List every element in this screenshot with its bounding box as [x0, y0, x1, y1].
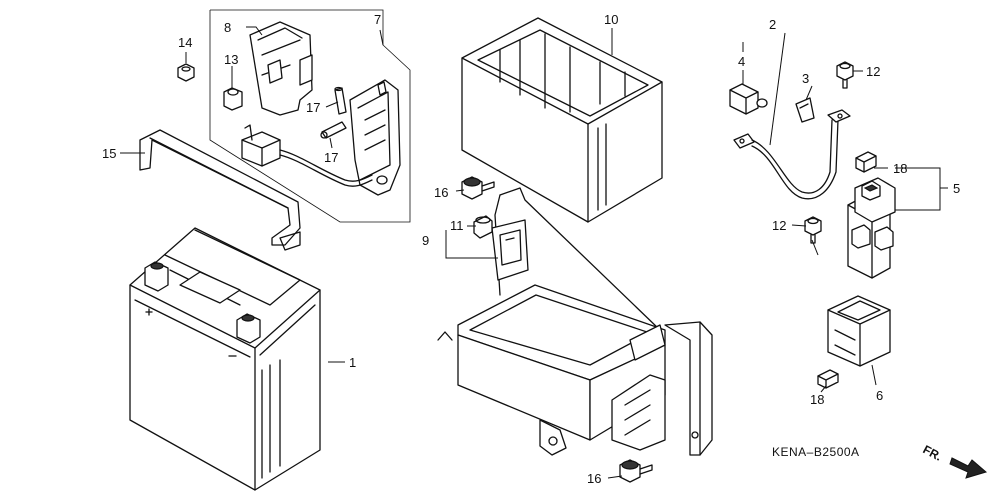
starter-relay-cable[interactable] [733, 109, 851, 200]
rubber-cushion[interactable] [223, 87, 243, 111]
nut[interactable] [177, 63, 195, 82]
direction-label: FR. [921, 442, 945, 463]
label-part-5: 5 [953, 181, 960, 196]
fuse-box-cover[interactable] [249, 21, 313, 116]
label-part-2: 2 [769, 17, 776, 32]
label-part-7: 7 [374, 12, 381, 27]
terminal-cover[interactable] [795, 97, 815, 123]
label-part-6: 6 [876, 388, 883, 403]
label-part-15: 15 [102, 146, 116, 161]
label-part-8: 8 [224, 20, 231, 35]
battery-stay[interactable] [491, 219, 529, 281]
screw-lower[interactable] [804, 216, 822, 244]
label-part-14: 14 [178, 35, 192, 50]
label-part-10: 10 [604, 12, 618, 27]
front-direction-indicator: FR. [921, 442, 988, 479]
leader-lines [120, 26, 948, 479]
label-part-3: 3 [802, 71, 809, 86]
rubber-collar[interactable] [473, 215, 493, 239]
label-part-11: 11 [450, 218, 464, 233]
label-part-9: 9 [422, 233, 429, 248]
battery-box[interactable] [461, 17, 663, 223]
fuse-connector[interactable] [241, 124, 373, 187]
battery[interactable] [129, 227, 321, 491]
label-part-17-lower: 17 [324, 150, 338, 165]
fuse-box-group-frame [209, 9, 411, 223]
label-part-1: 1 [349, 355, 356, 370]
fuse-box[interactable] [349, 79, 401, 196]
front-arrow-icon [949, 457, 988, 479]
battery-tray[interactable] [437, 187, 713, 456]
diagram-code: KENA–B2500A [772, 445, 860, 459]
main-fuse-lower[interactable] [320, 121, 347, 139]
screw-upper[interactable] [836, 61, 854, 89]
starter-relay[interactable] [847, 177, 896, 279]
label-part-13: 13 [224, 52, 238, 67]
main-fuse-upper[interactable] [334, 86, 347, 115]
label-part-18-lower: 18 [810, 392, 824, 407]
label-part-16-upper: 16 [434, 185, 448, 200]
label-part-12-lower: 12 [772, 218, 786, 233]
label-part-12-upper: 12 [866, 64, 880, 79]
terminal-cap[interactable] [729, 83, 768, 115]
relay[interactable] [827, 295, 891, 367]
label-part-18-upper: 18 [893, 161, 907, 176]
battery-band[interactable] [139, 129, 301, 251]
fuse-lower[interactable] [817, 369, 839, 389]
fuse-upper[interactable] [855, 151, 877, 173]
label-part-17-upper: 17 [306, 100, 320, 115]
flange-bolt-lower[interactable] [619, 459, 653, 483]
flange-bolt-upper[interactable] [461, 176, 495, 200]
label-part-4: 4 [738, 54, 745, 69]
label-part-16-lower: 16 [587, 471, 601, 486]
